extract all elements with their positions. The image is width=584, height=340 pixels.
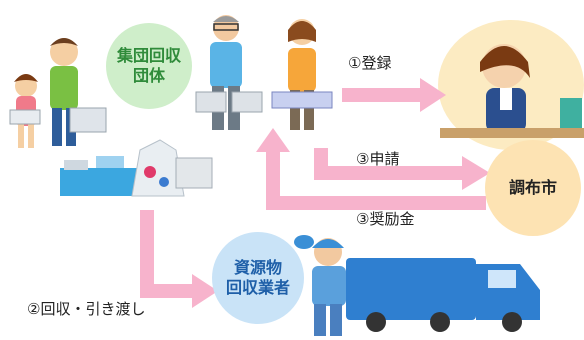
recycler-node-label: 資源物 回収業者 [225, 258, 290, 297]
arrow-collect [140, 210, 218, 308]
arrow-apply [314, 148, 490, 190]
step-register-label: ①登録 [348, 54, 392, 72]
family-illustration [9, 38, 107, 148]
woman-icon [271, 19, 333, 130]
recycler-node: 資源物 回収業者 [212, 232, 304, 324]
arrow-register [342, 78, 446, 112]
elderly-man-icon [195, 15, 263, 130]
truck-icon [346, 258, 540, 332]
city-staff-icon [440, 44, 584, 138]
step-apply-label: ③申請 [356, 150, 400, 168]
worker-icon [294, 235, 346, 336]
arrow-grant [256, 128, 486, 210]
group-node: 集団回収 団体 [106, 23, 192, 109]
step-grant-label: ③奨励金 [356, 210, 415, 228]
city-node-label: 調布市 [508, 178, 557, 197]
recycling-bins-icon [60, 139, 213, 197]
city-node: 調布市 [485, 140, 581, 236]
step-collect-label: ②回収・引き渡し [27, 300, 146, 318]
group-node-label: 集団回収 団体 [116, 46, 181, 85]
